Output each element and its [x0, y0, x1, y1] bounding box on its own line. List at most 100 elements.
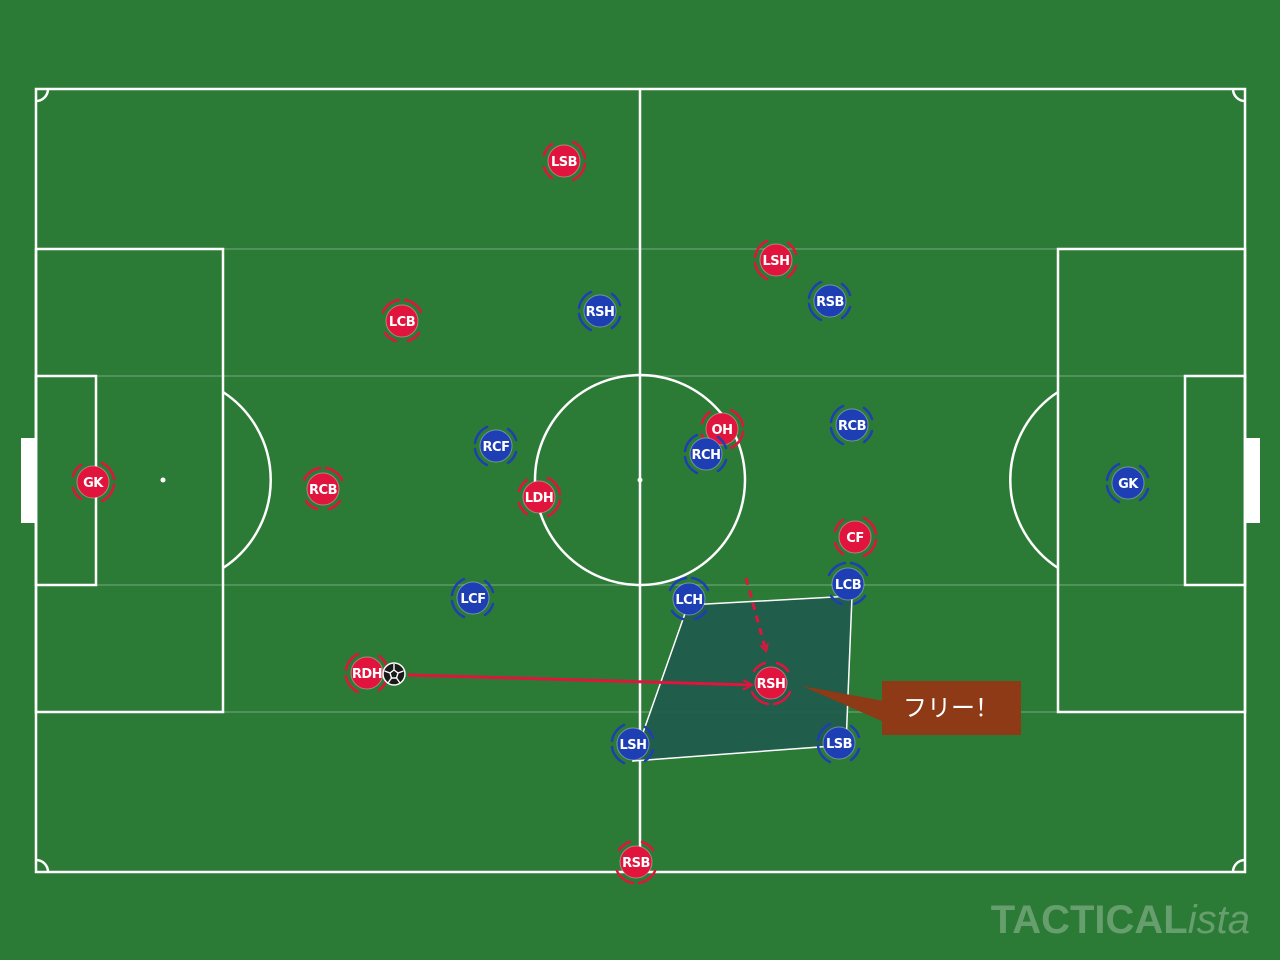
player-token-blue-lsb[interactable]: LSB [816, 722, 861, 764]
player-disc [835, 408, 869, 442]
callout-text: フリー！ [903, 694, 999, 722]
player-label: LSH [762, 254, 789, 269]
player-token-red-rsb[interactable]: RSB [615, 840, 657, 885]
player-facing-arcs [473, 425, 518, 467]
player-disc [705, 412, 739, 446]
corner-arc-top-right [1231, 88, 1246, 103]
player-label: LSB [826, 737, 852, 752]
player-token-red-ldh[interactable]: LDH [517, 476, 562, 518]
player-facing-arcs [302, 466, 344, 511]
player-label: GK [1118, 477, 1139, 492]
player-facing-arcs [610, 723, 655, 765]
player-label: OH [712, 423, 733, 438]
player-token-blue-lch[interactable]: LCH [668, 576, 710, 621]
player-facing-arcs [668, 576, 710, 621]
player-disc [754, 666, 788, 700]
player-token-blue-lcf[interactable]: LCF [450, 577, 495, 619]
player-label: RSB [816, 295, 844, 310]
player-label: RCH [692, 448, 721, 463]
player-token-red-oh[interactable]: OH [700, 408, 745, 450]
right-penalty-arc [1009, 390, 1059, 570]
player-label: LCB [835, 578, 861, 593]
player-facing-arcs [833, 516, 878, 558]
player-label: GK [83, 476, 104, 491]
player-facing-arcs [827, 561, 869, 606]
player-disc [616, 727, 650, 761]
player-disc [76, 465, 110, 499]
player-label: LDH [525, 491, 553, 506]
center-circle [533, 373, 747, 587]
player-label: RCF [483, 440, 510, 455]
player-facing-arcs [450, 577, 495, 619]
player-facing-arcs [683, 433, 728, 475]
players-layer: GK LSB LCB RCB LDH RDH LSH OH CF RSH RSB RSH RSB RCF R… [71, 140, 1150, 885]
player-disc [547, 144, 581, 178]
player-facing-arcs [753, 239, 798, 281]
player-token-blue-gk[interactable]: GK [1105, 462, 1150, 504]
player-label: LSB [551, 155, 577, 170]
player-facing-arcs [807, 280, 852, 322]
player-facing-arcs [71, 461, 116, 503]
player-token-blue-rsb[interactable]: RSB [807, 280, 852, 322]
player-token-red-lsb[interactable]: LSB [542, 140, 587, 182]
player-disc [822, 726, 856, 760]
player-label: LCF [460, 592, 485, 607]
corner-arc-bottom-left [35, 858, 50, 873]
player-disc [838, 520, 872, 554]
player-disc [306, 472, 340, 506]
player-token-blue-rcf[interactable]: RCF [473, 425, 518, 467]
player-token-blue-rcb[interactable]: RCB [829, 404, 874, 446]
player-facing-arcs [577, 290, 622, 332]
player-label: RSH [586, 305, 615, 320]
player-label: LSH [619, 738, 646, 753]
player-token-blue-lsh[interactable]: LSH [610, 723, 655, 765]
player-disc [456, 581, 490, 615]
corner-arc-bottom-right [1231, 858, 1246, 873]
center-spot [637, 477, 643, 483]
player-disc [619, 845, 653, 879]
left-penalty-area [34, 247, 225, 714]
player-label: RSH [757, 677, 786, 692]
player-token-red-lcb[interactable]: LCB [381, 298, 423, 343]
player-token-red-cf[interactable]: CF [833, 516, 878, 558]
player-token-red-lsh[interactable]: LSH [753, 239, 798, 281]
player-facing-arcs [750, 661, 792, 706]
player-disc [672, 582, 706, 616]
right-goal-area [1183, 374, 1247, 587]
player-facing-arcs [829, 404, 874, 446]
player-label: RDH [352, 667, 382, 682]
player-label: LCH [675, 593, 702, 608]
player-label: RCB [838, 419, 866, 434]
player-token-blue-rsh[interactable]: RSH [577, 290, 622, 332]
player-disc [831, 567, 865, 601]
player-facing-arcs [344, 652, 389, 694]
player-label: RSB [622, 856, 650, 871]
player-disc [583, 294, 617, 328]
player-disc [689, 437, 723, 471]
watermark: TACTICALista [991, 898, 1250, 942]
player-token-red-rsh[interactable]: RSH [750, 661, 792, 706]
player-label: CF [846, 531, 863, 546]
player-disc [1111, 466, 1145, 500]
player-token-red-rcb[interactable]: RCB [302, 466, 344, 511]
player-token-blue-rch[interactable]: RCH [683, 433, 728, 475]
pass-arrow [407, 673, 752, 685]
player-facing-arcs [517, 476, 562, 518]
player-facing-arcs [700, 408, 745, 450]
player-token-red-gk[interactable]: GK [71, 461, 116, 503]
player-facing-arcs [381, 298, 423, 343]
player-token-blue-lcb[interactable]: LCB [827, 561, 869, 606]
player-token-red-rdh[interactable]: RDH [344, 652, 406, 694]
callout-pointer [802, 686, 884, 722]
corner-arc-top-left [35, 88, 50, 103]
player-facing-arcs [615, 840, 657, 885]
player-disc [522, 480, 556, 514]
player-disc [479, 429, 513, 463]
left-penalty-spot [160, 477, 166, 483]
player-disc [759, 243, 793, 277]
left-goal [21, 438, 36, 523]
player-label: RCB [309, 483, 337, 498]
player-facing-arcs [816, 722, 861, 764]
